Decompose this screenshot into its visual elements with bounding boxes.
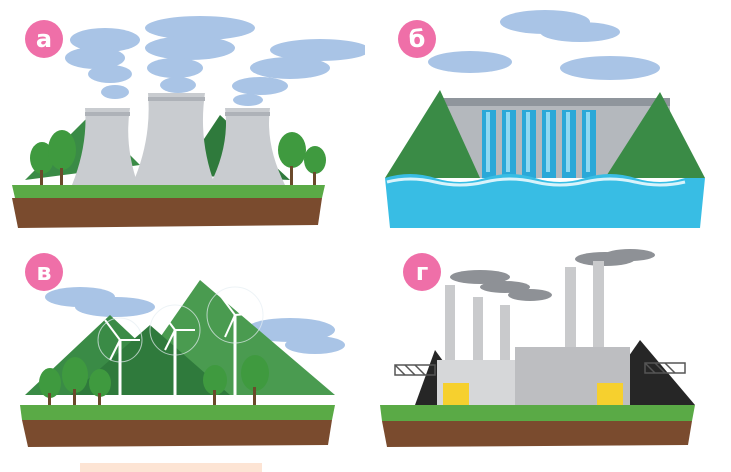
wind-farm-icon <box>20 280 345 447</box>
panel-label-b: б <box>398 20 436 58</box>
coal-thermal-power-plant-icon <box>380 249 695 447</box>
panel-label-v: в <box>25 253 63 291</box>
panel-label-a: а <box>25 20 63 58</box>
nuclear-power-plant-icon <box>12 16 365 228</box>
panel-wind-farm: в <box>0 235 365 465</box>
panel-label-g: г <box>403 253 441 291</box>
panel-nuclear-plant: а <box>0 0 365 235</box>
panel-hydro-plant: б <box>365 0 731 235</box>
panel-coal-plant: г <box>365 235 731 465</box>
hydro-power-plant-icon <box>385 10 705 228</box>
caption-bar <box>80 463 262 472</box>
